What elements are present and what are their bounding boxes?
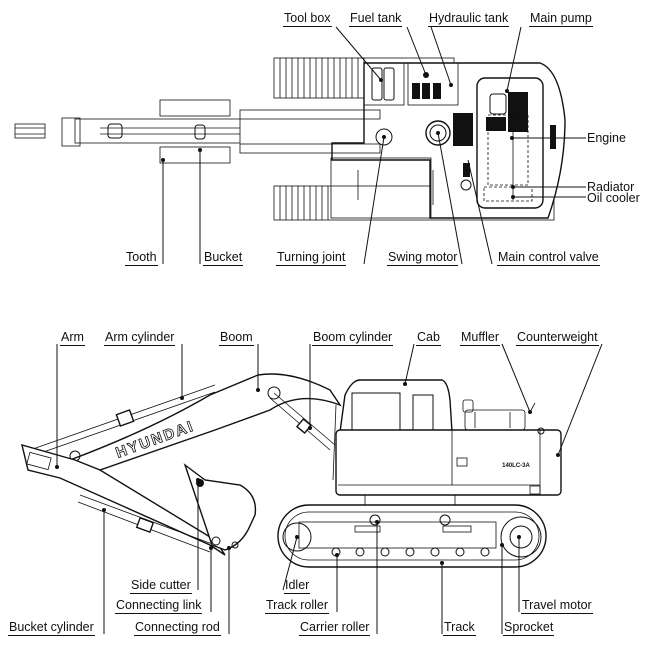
- lower-track: [273, 185, 555, 221]
- label-track-roller: Track roller: [265, 598, 330, 614]
- side-view-leaders: [56, 343, 603, 634]
- idler: [282, 522, 312, 552]
- label-arm-cylinder: Arm cylinder: [104, 330, 176, 346]
- label-cab: Cab: [416, 330, 441, 346]
- label-sprocket: Sprocket: [503, 620, 555, 636]
- label-side-cutter: Side cutter: [130, 578, 192, 594]
- label-radiator: Radiator: [587, 180, 635, 194]
- label-boom: Boom: [219, 330, 254, 346]
- label-counterweight: Counterweight: [516, 330, 599, 346]
- label-engine: Engine: [587, 131, 626, 145]
- label-arm: Arm: [60, 330, 85, 346]
- label-oil-cooler: Oil cooler: [587, 191, 640, 205]
- label-travel-motor: Travel motor: [521, 598, 593, 614]
- label-turning-joint: Turning joint: [276, 250, 347, 266]
- label-tool-box: Tool box: [283, 11, 332, 27]
- top-view-drawing: [14, 57, 566, 221]
- model-badge: 140LC-3A: [502, 463, 530, 469]
- label-connecting-rod: Connecting rod: [134, 620, 221, 636]
- arm: [21, 444, 226, 556]
- label-idler: Idler: [284, 578, 311, 594]
- label-muffler: Muffler: [460, 330, 500, 346]
- cab: [339, 379, 453, 433]
- label-hydraulic-tank: Hydraulic tank: [428, 11, 510, 27]
- label-boom-cylinder: Boom cylinder: [312, 330, 394, 346]
- label-main-pump: Main pump: [529, 11, 593, 27]
- label-fuel-tank: Fuel tank: [349, 11, 403, 27]
- label-tooth: Tooth: [125, 250, 158, 266]
- sprocket: [500, 516, 542, 558]
- label-bucket: Bucket: [203, 250, 244, 266]
- label-bucket-cylinder: Bucket cylinder: [8, 620, 95, 636]
- label-connecting-link: Connecting link: [115, 598, 203, 614]
- travel-motor: [509, 525, 533, 549]
- top-view-leaders: [162, 26, 586, 265]
- track: [277, 504, 547, 568]
- label-track: Track: [443, 620, 476, 636]
- label-swing-motor: Swing motor: [387, 250, 459, 266]
- label-carrier-roller: Carrier roller: [299, 620, 371, 636]
- side-view-drawing: HYUNDAI 140LC-3A: [21, 373, 562, 568]
- label-main-control-valve: Main control valve: [497, 250, 600, 266]
- boom: [67, 373, 342, 471]
